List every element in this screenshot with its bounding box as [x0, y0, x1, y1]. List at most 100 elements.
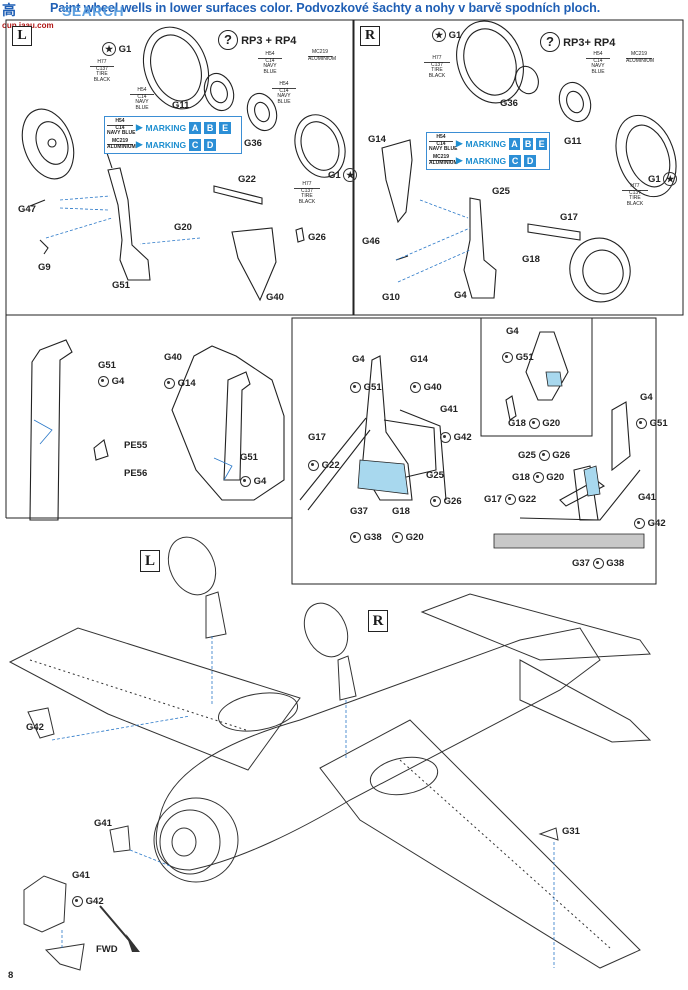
part-icon [528, 418, 540, 429]
star-icon: ★ [102, 42, 116, 56]
label-bottom-g42b: G42 [72, 896, 104, 907]
label-g26-left: G26 [308, 232, 326, 243]
label-da-g51: G51 [98, 360, 116, 371]
label-g51-left: G51 [112, 280, 130, 291]
panel-right-frame [353, 19, 684, 316]
label-g1-right: ★ G1 [432, 28, 461, 42]
label-g25-right: G25 [492, 186, 510, 197]
label-g40-left: G40 [266, 292, 284, 303]
label-db-g40: G40 [164, 352, 182, 363]
paint-instruction: Paint wheel wells in lower surfaces colo… [50, 1, 601, 15]
label-dd-g18-g20: G18 G20 [508, 418, 561, 430]
panel-detail-frame [291, 317, 657, 585]
label-g20-left: G20 [174, 222, 192, 233]
label-dc-g18: G18 [392, 506, 410, 517]
label-dc-g26: G26 [430, 496, 462, 507]
logo-mark: 高 [2, 2, 16, 18]
label-g22: G22 [238, 174, 256, 185]
label-rp-left: ? RP3 + RP4 [218, 30, 296, 50]
label-g9: G9 [38, 262, 51, 273]
label-dd-g4: G4 [506, 326, 519, 337]
label-g36-left: G36 [244, 138, 262, 149]
label-bottom-g42: G42 [26, 722, 44, 733]
part-icon [164, 378, 175, 389]
label-g1-left-b: G1 ★ [328, 168, 358, 182]
label-g14-right: G14 [368, 134, 386, 145]
part-icon [392, 532, 403, 543]
part-icon [592, 558, 604, 569]
star-icon: ★ [432, 28, 446, 42]
label-pe55: PE55 [124, 440, 148, 451]
question-icon: ? [218, 30, 238, 50]
logo-url: oup.iaau.com [2, 21, 54, 30]
label-dc-g42: G42 [440, 432, 472, 443]
label-de-g25-g26: G25 G26 [518, 450, 571, 462]
label-pe56: PE56 [124, 468, 148, 479]
label-g10: G10 [382, 292, 400, 303]
part-icon [98, 376, 109, 387]
label-da-g4: G4 [98, 376, 124, 387]
label-de-g17-g22: G17 G22 [484, 494, 537, 506]
label-dc-g4: G4 [352, 354, 365, 365]
star-icon: ★ [343, 168, 358, 182]
label-dc-g17: G17 [308, 432, 326, 443]
label-dc-g38: G38 [350, 532, 382, 543]
part-icon [350, 532, 361, 543]
label-dc-g25: G25 [426, 470, 444, 481]
side-badge-left: L [12, 26, 32, 46]
label-g17-right: G17 [560, 212, 578, 223]
label-dc-g37: G37 [350, 506, 368, 517]
part-icon [430, 496, 441, 507]
label-db-g51: G51 [240, 452, 258, 463]
label-g36-right: G36 [500, 98, 518, 109]
part-icon [504, 494, 516, 505]
label-g31: G31 [562, 826, 580, 837]
part-icon [502, 352, 513, 363]
label-de-g18-g20: G18 G20 [512, 472, 565, 484]
part-icon [308, 460, 319, 471]
part-icon [72, 896, 83, 907]
label-g47: G47 [18, 204, 36, 215]
label-g46: G46 [362, 236, 380, 247]
part-icon [350, 382, 361, 393]
label-db-g4: G4 [240, 476, 266, 487]
panel-left-frame [5, 19, 354, 316]
label-g4-right: G4 [454, 290, 467, 301]
fwd-label: FWD [96, 944, 118, 955]
label-g18-right: G18 [522, 254, 540, 265]
part-icon [440, 432, 451, 443]
label-bottom-g41b: G41 [72, 870, 90, 881]
label-de-g51: G51 [636, 418, 668, 429]
label-rp-right: ? RP3+ RP4 [540, 32, 615, 52]
label-de-g42: G42 [634, 518, 666, 529]
question-icon: ? [540, 32, 560, 52]
page-number: 8 [8, 970, 14, 981]
label-dc-g14: G14 [410, 354, 428, 365]
side-badge-bottom-right: R [368, 610, 388, 632]
label-g1-right-b: G1 ★ [648, 172, 678, 186]
label-de-g4: G4 [640, 392, 653, 403]
part-icon [240, 476, 251, 487]
label-dc-g40: G40 [410, 382, 442, 393]
label-dc-g22: G22 [308, 460, 340, 471]
label-g11-right: G11 [564, 136, 582, 147]
watermark-search: SEARCH [62, 3, 125, 19]
label-bottom-g41: G41 [94, 818, 112, 829]
label-dd-g51: G51 [502, 352, 534, 363]
